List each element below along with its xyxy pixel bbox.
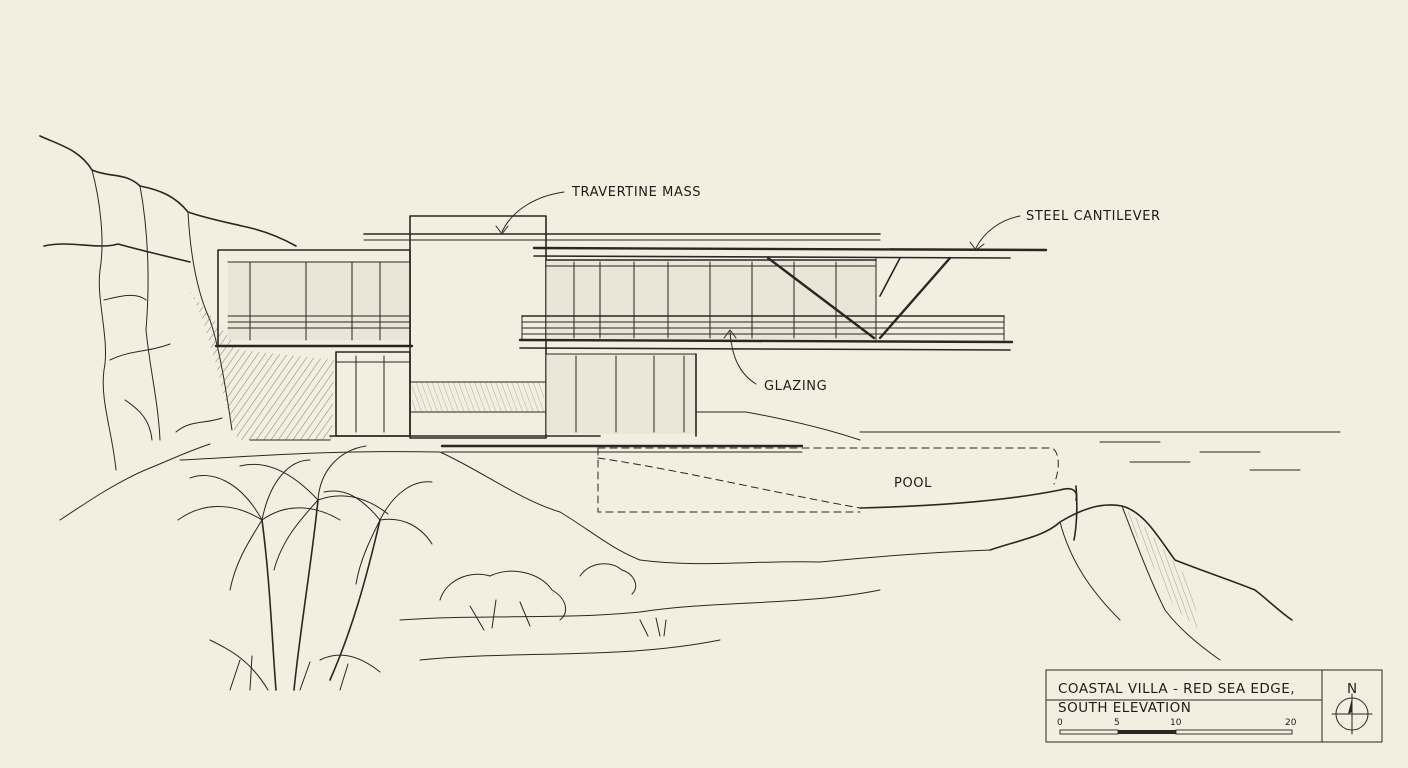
label-pool: POOL — [894, 476, 932, 491]
label-travertine-mass: TRAVERTINE MASS — [571, 185, 701, 200]
ground — [179, 451, 991, 661]
shrubs — [209, 563, 667, 691]
scale-tick-20: 20 — [1285, 718, 1297, 728]
north-label: N — [1347, 681, 1358, 697]
terrace — [249, 435, 804, 453]
palm-trees — [177, 445, 433, 691]
right-wing-upper — [518, 257, 1014, 351]
scale-tick-0: 0 — [1057, 718, 1063, 728]
scale-tick-10: 10 — [1170, 718, 1182, 728]
leader-lines — [495, 191, 1021, 385]
right-cliff — [989, 504, 1293, 661]
label-steel-cantilever: STEEL CANTILEVER — [1026, 209, 1161, 224]
label-glazing: GLAZING — [764, 379, 827, 394]
scale-bar: 0 5 10 20 — [1057, 718, 1297, 735]
left-cliff — [39, 135, 334, 521]
sea — [859, 431, 1341, 471]
travertine-mass — [409, 215, 547, 439]
left-wing-lower — [335, 351, 411, 437]
pool — [597, 447, 1078, 541]
roof-canopy — [363, 233, 1048, 259]
right-wing-lower — [545, 353, 861, 441]
title-line-1: COASTAL VILLA - RED SEA EDGE, — [1058, 681, 1295, 697]
left-wing-upper — [214, 249, 414, 348]
north-arrow-icon: N — [1331, 681, 1373, 735]
steel-cantilever-braces — [766, 256, 952, 340]
title-line-2: SOUTH ELEVATION — [1058, 700, 1191, 716]
scale-tick-5: 5 — [1114, 718, 1120, 728]
title-block: COASTAL VILLA - RED SEA EDGE, SOUTH ELEV… — [1045, 669, 1383, 743]
